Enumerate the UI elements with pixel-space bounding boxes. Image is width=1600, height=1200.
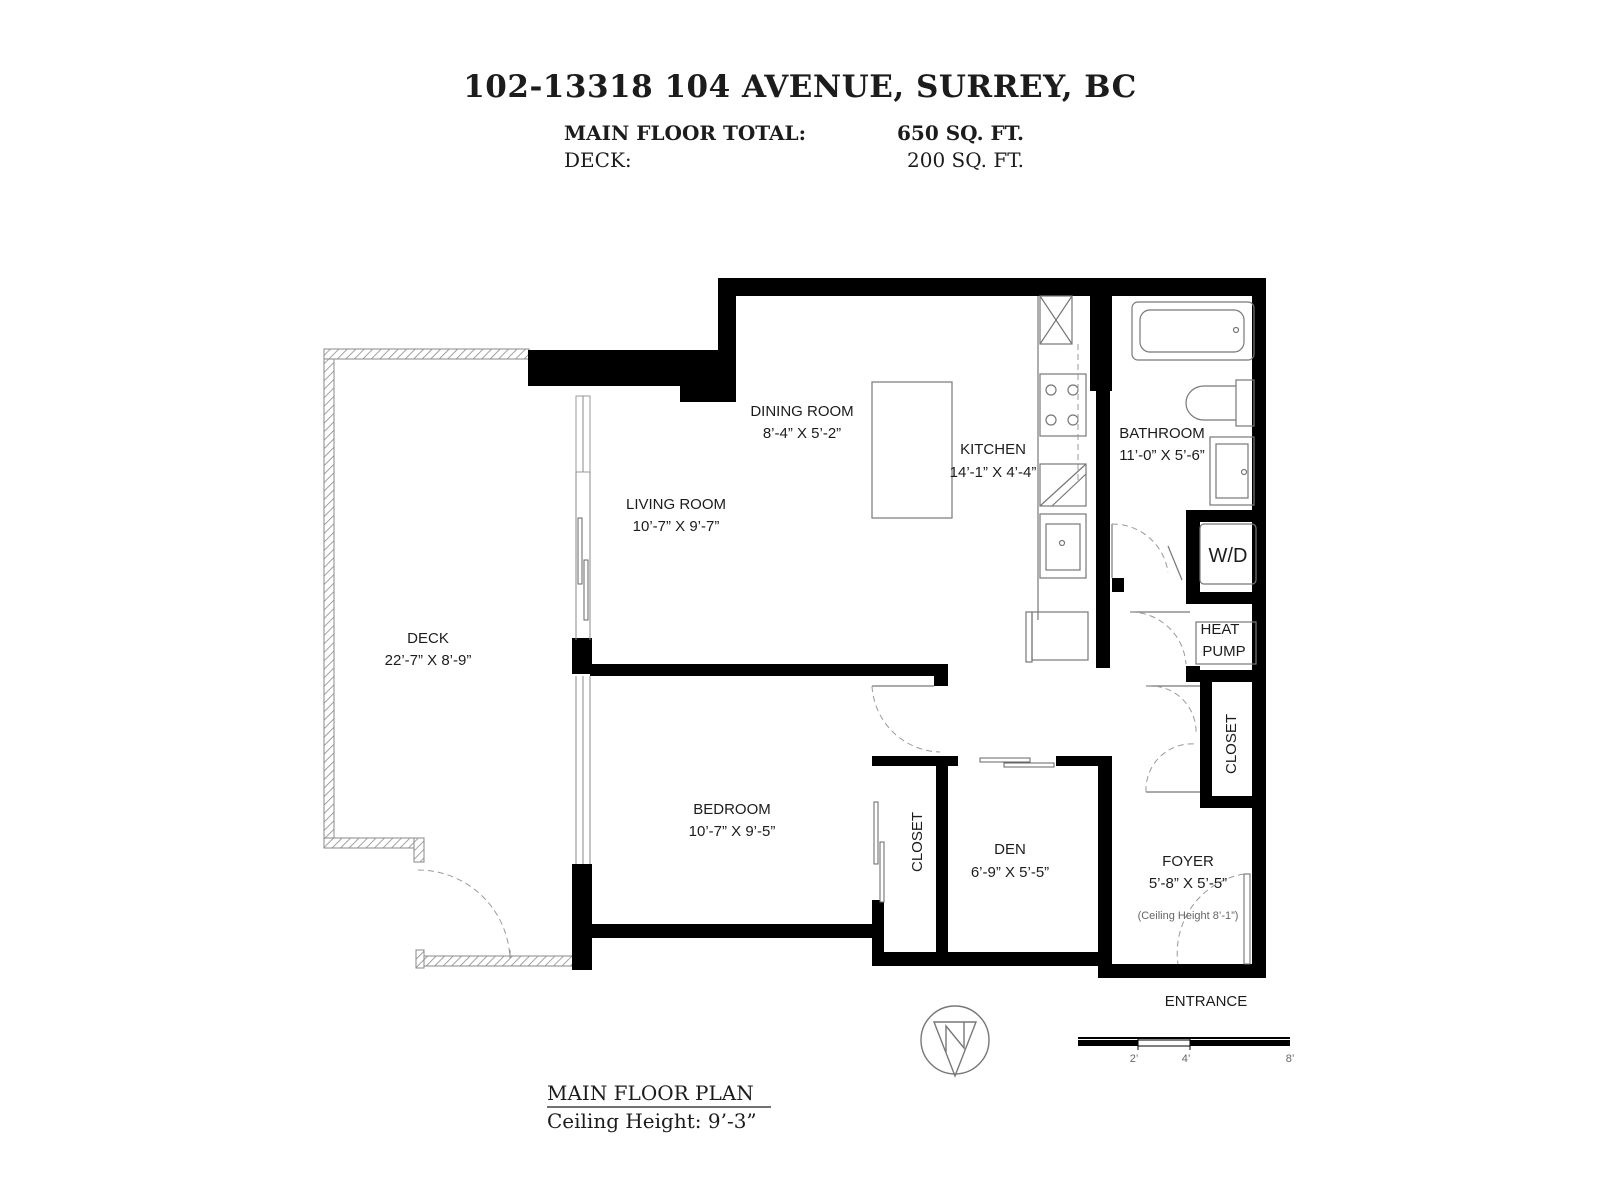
- deck-label: DECK:: [564, 148, 632, 172]
- scale-bar: 2’ 4’ 8’: [1078, 1037, 1295, 1065]
- hall-closet: CLOSET: [1145, 685, 1240, 793]
- heat-pump-label-2: PUMP: [1202, 643, 1245, 660]
- bathroom-name: BATHROOM: [1119, 425, 1205, 442]
- heat-pump-label-1: HEAT: [1201, 621, 1240, 638]
- living-room-dims: 10’-7” X 9’-7”: [633, 518, 720, 535]
- hall-closet-label: CLOSET: [1223, 714, 1240, 774]
- foyer-dims: 5’-8” X 5’-5”: [1149, 875, 1227, 892]
- sink-icon: [1039, 513, 1087, 579]
- entrance-label: ENTRANCE: [1165, 993, 1248, 1010]
- bathroom-fixtures: [1111, 301, 1255, 578]
- bedroom-name: BEDROOM: [693, 801, 771, 818]
- bedroom-door: [871, 685, 941, 753]
- den-door: [979, 757, 1055, 768]
- bathroom-dims: 11’-0” X 5’-6”: [1119, 447, 1205, 464]
- kitchen-dims: 14’-1” X 4’-4”: [950, 464, 1037, 481]
- scale-tick-4: 4’: [1182, 1053, 1191, 1065]
- stove-icon: [1039, 373, 1087, 437]
- entrance-door: [1176, 873, 1251, 965]
- deck-name: DECK: [407, 630, 449, 647]
- foyer-ceiling-note: (Ceiling Height 8’-1”): [1138, 910, 1239, 922]
- bathroom-sink-icon: [1209, 436, 1255, 506]
- dining-room-name: DINING ROOM: [750, 403, 853, 420]
- bedroom-closet-label: CLOSET: [909, 812, 926, 872]
- dining-room-dims: 8’-4” X 5’-2”: [763, 425, 841, 442]
- deck-value: 200 SQ. FT.: [907, 148, 1024, 172]
- washer-dryer: W/D: [1167, 523, 1257, 585]
- deck-dims: 22’-7” X 8’-9”: [385, 652, 472, 669]
- main-floor-value: 650 SQ. FT.: [897, 121, 1024, 145]
- kitchen-island: [871, 381, 953, 519]
- living-room-name: LIVING ROOM: [626, 496, 726, 513]
- scale-tick-2: 2’: [1130, 1053, 1139, 1065]
- kitchen-fixtures: [1025, 295, 1089, 663]
- bedroom-dims: 10’-7” X 9’-5”: [689, 823, 776, 840]
- wd-label: W/D: [1209, 545, 1248, 567]
- plan-name: MAIN FLOOR PLAN: [547, 1081, 754, 1105]
- foyer-name: FOYER: [1162, 853, 1214, 870]
- bedroom-closet: CLOSET: [873, 801, 926, 903]
- toilet-icon: [1235, 379, 1255, 427]
- deck-outline: [323, 348, 577, 969]
- den-name: DEN: [994, 841, 1026, 858]
- ceiling-height: Ceiling Height: 9’-3”: [547, 1109, 757, 1133]
- sliding-doors: [575, 395, 591, 864]
- address-title: 102-13318 104 AVENUE, SURREY, BC: [463, 69, 1137, 105]
- scale-tick-8: 8’: [1286, 1053, 1295, 1065]
- walls: [528, 278, 1266, 978]
- den-dims: 6’-9” X 5’-5”: [971, 864, 1049, 881]
- main-floor-label: MAIN FLOOR TOTAL:: [564, 121, 806, 145]
- bathtub-icon: [1131, 301, 1255, 361]
- kitchen-name: KITCHEN: [960, 441, 1026, 458]
- north-arrow-icon: [920, 1005, 990, 1078]
- heat-pump: HEAT PUMP: [1129, 611, 1257, 665]
